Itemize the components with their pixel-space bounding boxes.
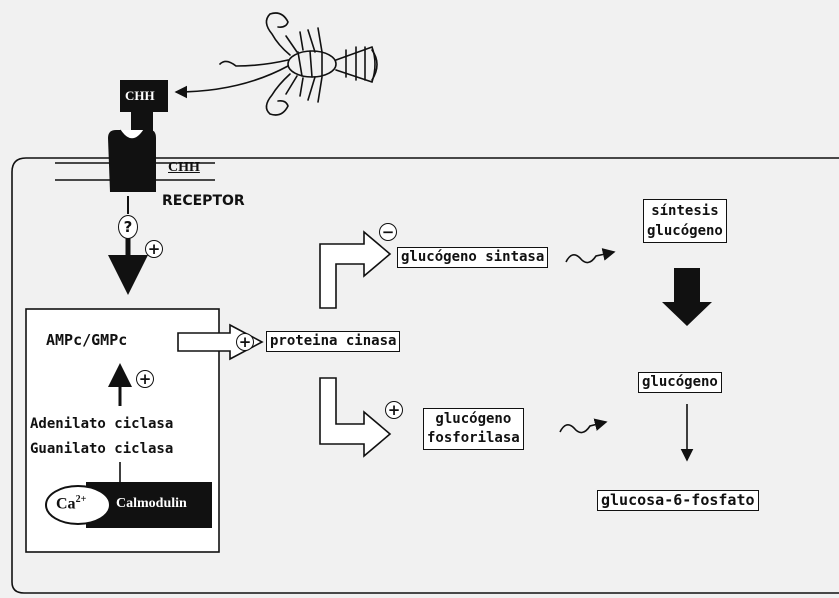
synthesis-line-1: síntesis (647, 201, 723, 221)
plus-badge-cyclase: + (136, 370, 154, 388)
synthase-box: glucógeno sintasa (397, 247, 548, 268)
calcium-charge: 2+ (76, 494, 87, 505)
plus-badge-receptor: + (145, 240, 163, 258)
kinase-box: proteina cinasa (266, 331, 400, 352)
synthesis-box: síntesis glucógeno (643, 199, 727, 243)
hormone-label-bound: CHH (168, 160, 200, 176)
minus-badge-synthase: − (379, 223, 397, 241)
glycogen-box: glucógeno (638, 372, 722, 393)
phosphorylase-line-1: glucógeno (427, 410, 520, 429)
second-messenger-label: AMPc/GMPc (46, 331, 127, 349)
calcium-symbol: Ca (56, 495, 76, 512)
phosphorylase-line-2: fosforilasa (427, 429, 520, 448)
synthesis-line-2: glucógeno (647, 221, 723, 241)
elbow-arrow-down (320, 378, 390, 456)
hormone-label-free: CHH (123, 88, 157, 104)
receptor-label: RECEPTOR (162, 193, 245, 209)
squiggle-arrow-phosphorylase (560, 422, 606, 433)
cyclase-label-2: Guanilato ciclasa (30, 441, 173, 457)
elbow-arrow-up (320, 232, 390, 308)
squiggle-arrow-synthesis (566, 252, 614, 263)
plus-badge-kinase: + (236, 333, 254, 351)
unknown-mediator-badge: ? (118, 215, 138, 239)
calmodulin-label: Calmodulin (116, 496, 187, 512)
plus-badge-phosphorylase: + (385, 401, 403, 419)
phosphorylase-box: glucógeno fosforilasa (423, 408, 524, 450)
thick-arrow-to-glycogen (662, 268, 712, 326)
secretion-arrow (176, 66, 288, 92)
cyclase-label-1: Adenilato ciclasa (30, 416, 173, 432)
crayfish-icon (220, 13, 377, 115)
calcium-label: Ca2+ (56, 494, 86, 513)
product-box: glucosa-6-fosfato (597, 490, 759, 511)
